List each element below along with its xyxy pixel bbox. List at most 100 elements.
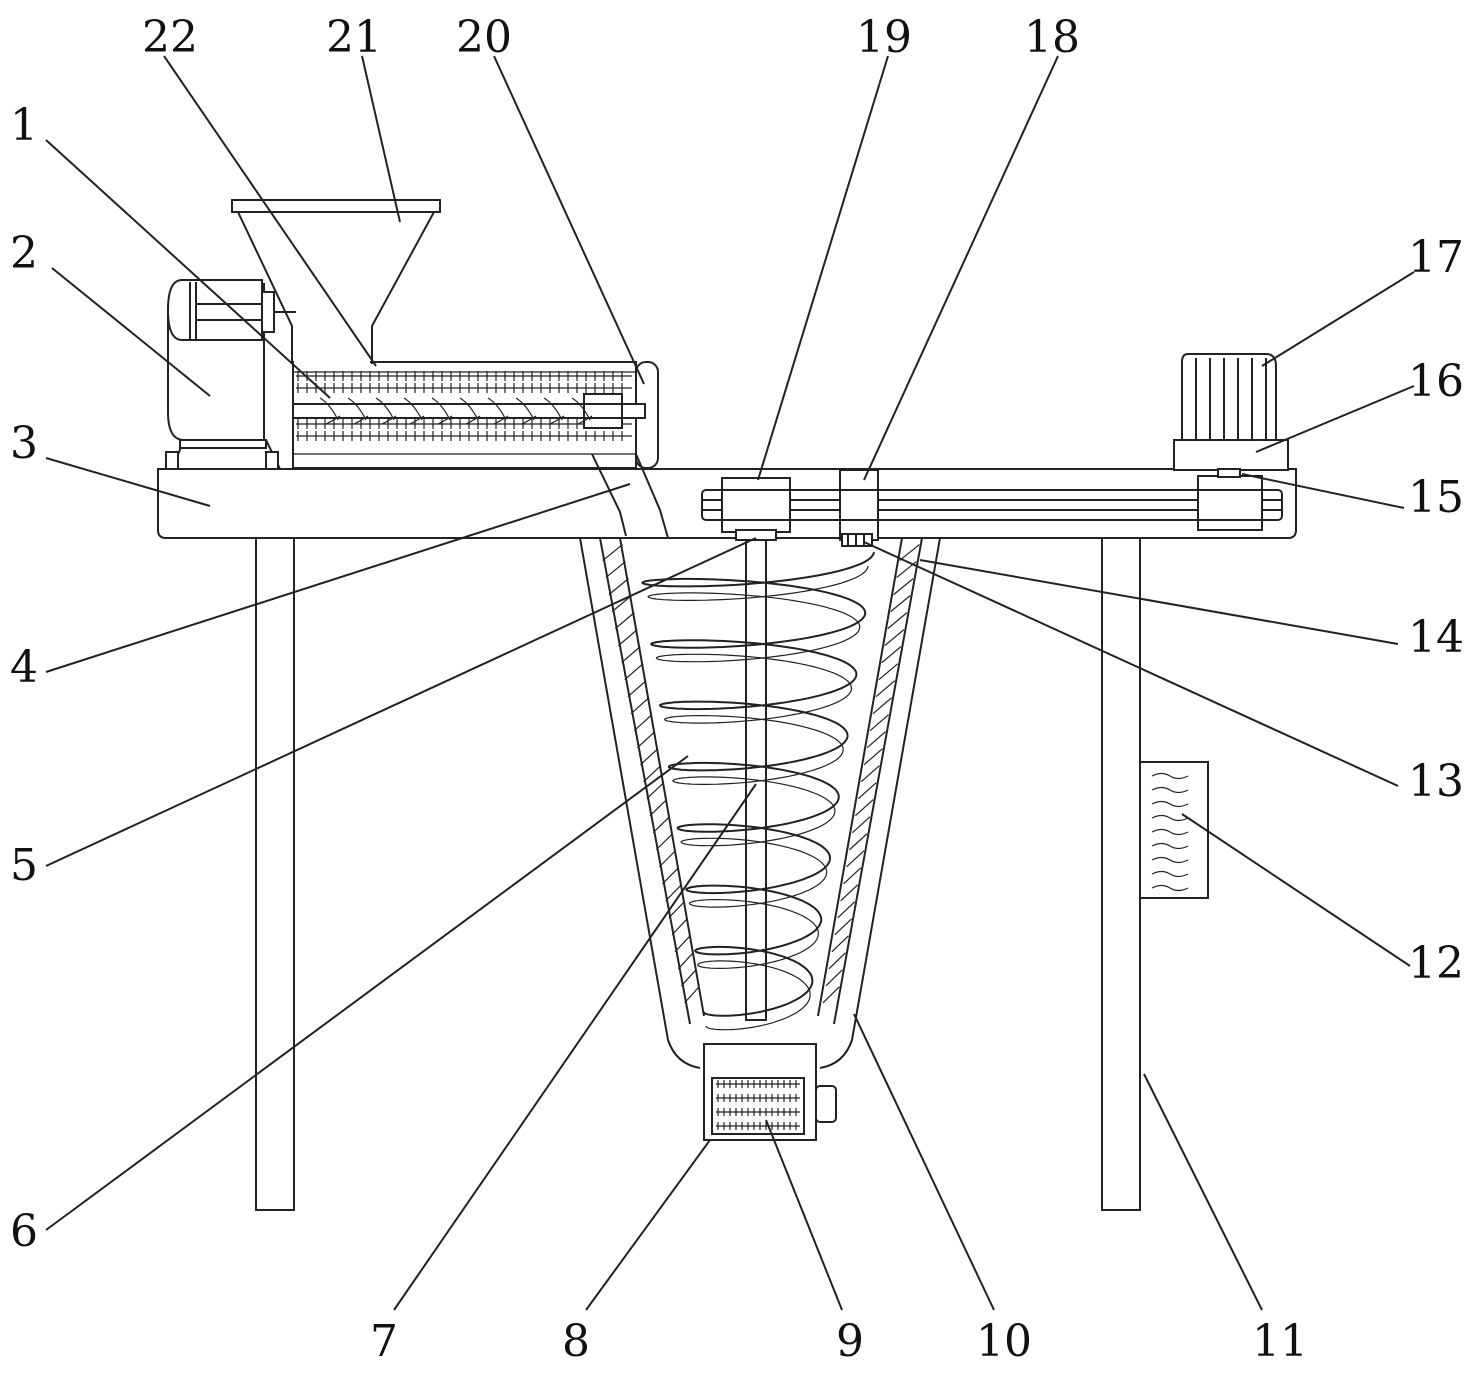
callout-6: 6 [10, 1206, 38, 1257]
callout-10: 10 [976, 1316, 1032, 1367]
hatch-left [618, 629, 638, 647]
leader-15 [1241, 473, 1405, 509]
callout-2: 2 [10, 228, 38, 279]
leader-21 [361, 55, 401, 223]
callout-18: 18 [1024, 12, 1080, 63]
hatch-right [849, 833, 868, 851]
screw-shaft [292, 393, 646, 429]
vent-mark [1151, 772, 1189, 780]
spiral-blade [641, 551, 875, 1031]
leader-7 [393, 783, 757, 1311]
hatch-right [872, 697, 893, 715]
leader-22 [163, 55, 377, 367]
callout-21: 21 [326, 12, 382, 63]
leader-1 [45, 139, 331, 399]
screw-blade [431, 397, 451, 421]
hatch-left [602, 544, 623, 562]
hatch-left [677, 952, 694, 970]
callout-14: 14 [1408, 612, 1464, 663]
hatch-right [899, 544, 920, 562]
hatch-left [611, 595, 632, 613]
screw-blade [521, 415, 537, 425]
hatch-left [681, 969, 697, 987]
discharge-chute [591, 453, 669, 539]
screw-blade [487, 397, 507, 421]
leader-10 [853, 1013, 995, 1311]
hatch-right [834, 918, 853, 936]
leader-18 [863, 55, 1059, 481]
hatch-left [671, 918, 688, 936]
leader-20 [493, 55, 645, 385]
hatch-right [869, 714, 889, 732]
hatch-left [633, 714, 653, 732]
control-box [1139, 761, 1209, 899]
callout-labels: 1 2 3 4 5 6 7 8 9 10 11 12 13 14 15 16 1… [10, 12, 1464, 1367]
screw-blade [437, 415, 453, 425]
hatch-left [652, 816, 670, 834]
leader-8 [585, 1139, 711, 1311]
hatch-right [857, 782, 877, 800]
feed-hopper [231, 199, 441, 364]
hatch-left [658, 850, 676, 868]
hatch-right [887, 612, 908, 630]
hatch-left [674, 935, 691, 953]
screw-blade [515, 397, 535, 421]
hatch-right [831, 935, 849, 953]
callout-3: 3 [10, 418, 38, 469]
leader-11 [1143, 1073, 1263, 1311]
hatch-left [662, 867, 679, 885]
hatch-right [890, 595, 911, 613]
screw-blade [347, 397, 367, 421]
callout-16: 16 [1408, 356, 1464, 407]
leader-16 [1255, 385, 1415, 453]
callout-12: 12 [1408, 938, 1464, 989]
callout-13: 13 [1408, 756, 1464, 807]
hatch-right [846, 850, 865, 868]
callout-19: 19 [856, 12, 912, 63]
hatch-right [893, 578, 914, 596]
screw-blade [549, 415, 565, 425]
spiral-front [641, 551, 875, 1017]
hatch-left [655, 833, 673, 851]
hatch-right [843, 867, 862, 885]
callout-22: 22 [142, 12, 198, 63]
hatch-left [649, 799, 668, 817]
valve-screen [716, 1080, 800, 1130]
leader-2 [51, 267, 211, 397]
hatch-left [614, 612, 635, 630]
vent-mark [1151, 884, 1189, 892]
left-motor [165, 279, 296, 470]
tensioner-block [839, 469, 879, 547]
screw-blade [381, 415, 397, 425]
hatch-left [668, 901, 685, 919]
callout-1: 1 [10, 100, 38, 151]
hatch-right [828, 952, 846, 970]
screw-blade [577, 415, 593, 425]
hatch-left [630, 697, 650, 715]
callout-5: 5 [10, 840, 38, 891]
leader-17 [1261, 271, 1415, 367]
callout-20: 20 [456, 12, 512, 63]
screw-blade [571, 397, 591, 421]
screw-blade [459, 397, 479, 421]
hatch-right [878, 663, 899, 681]
hatch-left [605, 561, 626, 579]
hatch-left [684, 986, 700, 1004]
hatch-left [665, 884, 682, 902]
vent-mark [1151, 870, 1189, 878]
callout-8: 8 [562, 1316, 590, 1367]
hatch-left [621, 646, 641, 664]
leader-12 [1181, 813, 1411, 967]
leader-14 [919, 559, 1399, 645]
leader-6 [45, 755, 689, 1231]
callout-17: 17 [1408, 232, 1464, 283]
hatch-left [646, 782, 665, 800]
right-leg [1101, 537, 1141, 1211]
screw-blade [543, 397, 563, 421]
hatch-right [854, 799, 874, 817]
pulley-right [1197, 468, 1263, 531]
leader-5 [45, 537, 757, 867]
hatch-right [884, 629, 905, 647]
hatch-right [840, 884, 859, 902]
